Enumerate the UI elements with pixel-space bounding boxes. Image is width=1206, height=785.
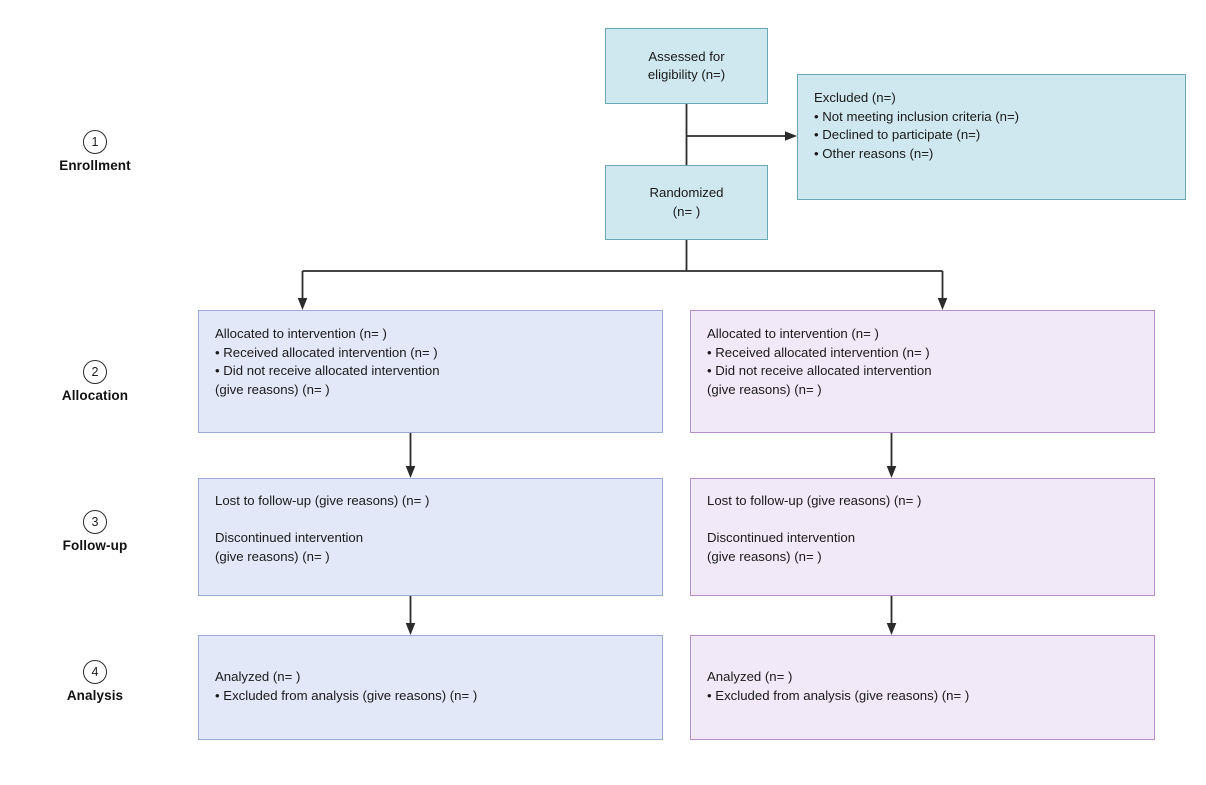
stage-marker-analysis: 4 Analysis xyxy=(20,660,170,703)
stage-label: Enrollment xyxy=(59,158,131,173)
box-line: • Other reasons (n=) xyxy=(814,145,934,161)
box-line: eligibility (n=) xyxy=(647,67,726,82)
stage-number-circle: 1 xyxy=(83,130,107,154)
box-analysis-right: Analyzed (n= ) • Excluded from analysis … xyxy=(690,635,1155,740)
box-line-spacer xyxy=(707,511,1138,530)
stage-number-circle: 2 xyxy=(83,360,107,384)
stage-label: Analysis xyxy=(66,688,124,703)
box-line: Allocated to intervention (n= ) xyxy=(215,326,387,341)
box-allocation-right: Allocated to intervention (n= ) • Receiv… xyxy=(690,310,1155,433)
box-analysis-left: Analyzed (n= ) • Excluded from analysis … xyxy=(198,635,663,740)
box-line: Analyzed (n= ) xyxy=(707,669,793,684)
stage-marker-followup: 3 Follow-up xyxy=(20,510,170,553)
box-line: (n= ) xyxy=(672,203,701,219)
box-line: (give reasons) (n= ) xyxy=(707,548,822,564)
box-line: • Did not receive allocated intervention xyxy=(215,363,440,378)
stage-marker-enrollment: 1 Enrollment xyxy=(20,130,170,173)
box-allocation-left: Allocated to intervention (n= ) • Receiv… xyxy=(198,310,663,433)
box-line: Lost to follow-up (give reasons) (n= ) xyxy=(215,493,430,508)
box-line: (give reasons) (n= ) xyxy=(215,548,330,564)
stage-label: Allocation xyxy=(61,388,129,403)
box-line: • Received allocated intervention (n= ) xyxy=(215,344,438,360)
box-line: Assessed for xyxy=(648,48,725,64)
box-line: • Excluded from analysis (give reasons) … xyxy=(215,687,478,703)
box-line: • Excluded from analysis (give reasons) … xyxy=(707,687,970,703)
box-assessed-for-eligibility: Assessed for eligibility (n=) xyxy=(605,28,768,104)
box-line-spacer xyxy=(215,511,646,530)
box-followup-left: Lost to follow-up (give reasons) (n= ) D… xyxy=(198,478,663,596)
box-excluded: Excluded (n=) • Not meeting inclusion cr… xyxy=(797,74,1186,200)
box-line: (give reasons) (n= ) xyxy=(707,381,822,397)
stage-number-circle: 3 xyxy=(83,510,107,534)
box-line: (give reasons) (n= ) xyxy=(215,381,330,397)
stage-marker-allocation: 2 Allocation xyxy=(20,360,170,403)
box-line: Allocated to intervention (n= ) xyxy=(707,326,879,341)
stage-label: Follow-up xyxy=(62,538,128,553)
box-followup-right: Lost to follow-up (give reasons) (n= ) D… xyxy=(690,478,1155,596)
stage-number-circle: 4 xyxy=(83,660,107,684)
box-line: • Did not receive allocated intervention xyxy=(707,363,932,378)
box-randomized: Randomized (n= ) xyxy=(605,165,768,240)
box-line: Randomized xyxy=(649,185,724,200)
box-line: • Not meeting inclusion criteria (n=) xyxy=(814,108,1020,124)
box-line: • Declined to participate (n=) xyxy=(814,127,981,142)
box-line: Lost to follow-up (give reasons) (n= ) xyxy=(707,493,922,508)
box-line: Analyzed (n= ) xyxy=(215,669,301,684)
box-line: Discontinued intervention xyxy=(215,530,364,545)
box-line: Discontinued intervention xyxy=(707,530,856,545)
box-line: Excluded (n=) xyxy=(814,90,896,105)
box-line: • Received allocated intervention (n= ) xyxy=(707,344,930,360)
